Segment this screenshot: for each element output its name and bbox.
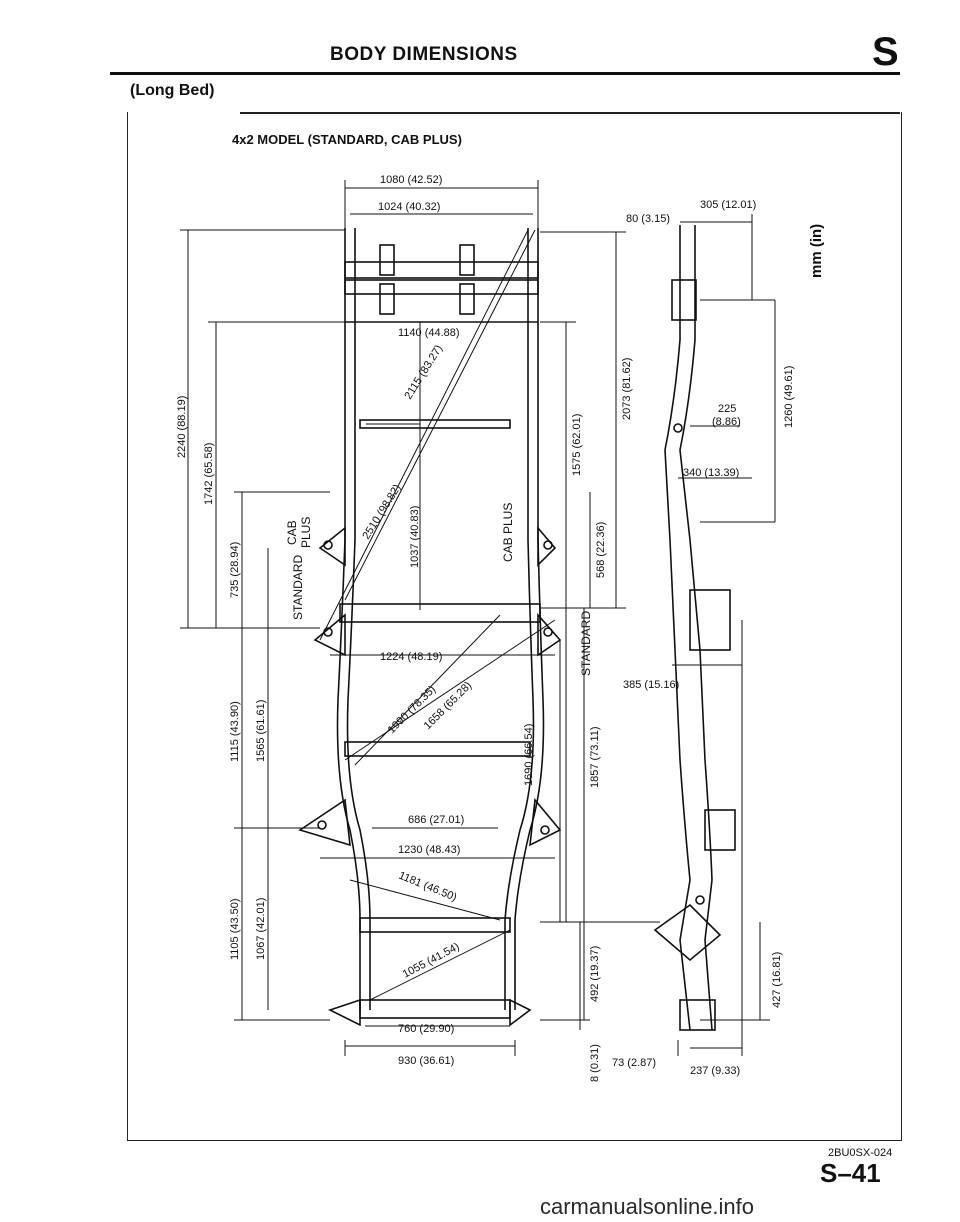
frame-outline bbox=[298, 225, 736, 1031]
dim-492: 492 (19.37) bbox=[589, 946, 601, 1002]
dim-427: 427 (16.81) bbox=[771, 952, 783, 1008]
dim-1224: 1224 (48.19) bbox=[380, 651, 442, 663]
label-standard-right: STANDARD bbox=[579, 611, 593, 676]
page-number: S–41 bbox=[820, 1158, 881, 1188]
dim-385: 385 (15.16) bbox=[623, 679, 679, 691]
header-rule bbox=[110, 72, 900, 75]
dim-1105: 1105 (43.50) bbox=[229, 898, 241, 960]
dim-1024: 1024 (40.32) bbox=[378, 201, 440, 213]
dim-1115: 1115 (43.90) bbox=[229, 701, 241, 762]
dim-1690: 1690 (66.54) bbox=[523, 724, 535, 786]
section-letter: S bbox=[872, 30, 899, 74]
dim-8: 8 (0.31) bbox=[589, 1044, 601, 1082]
figure-frame bbox=[127, 112, 902, 1141]
label-cab: CAB bbox=[285, 520, 299, 545]
label-standard: STANDARD bbox=[291, 555, 305, 620]
dim-1080: 1080 (42.52) bbox=[380, 174, 442, 186]
dim-1742: 1742 (65.58) bbox=[203, 443, 215, 505]
dim-237: 237 (9.33) bbox=[690, 1065, 740, 1077]
dim-80: 80 (3.15) bbox=[626, 213, 670, 225]
dim-2510: 2510 (98.82) bbox=[360, 482, 403, 541]
model-label: 4x2 MODEL (STANDARD, CAB PLUS) bbox=[232, 132, 462, 147]
dim-1565: 1565 (61.61) bbox=[255, 700, 267, 762]
dim-1575: 1575 (62.01) bbox=[571, 414, 583, 476]
dimension-lines bbox=[180, 180, 776, 1056]
dim-2240: 2240 (88.19) bbox=[176, 396, 188, 458]
dim-1140: 1140 (44.88) bbox=[398, 327, 460, 339]
watermark: carmanualsonline.info bbox=[540, 1194, 755, 1219]
dim-2115: 2115 (83.27) bbox=[402, 343, 445, 402]
dim-1181: 1181 (46.50) bbox=[397, 870, 459, 904]
dim-225: 225 bbox=[718, 403, 736, 415]
subtitle: (Long Bed) bbox=[130, 82, 215, 99]
label-plus: PLUS bbox=[299, 517, 313, 548]
dim-1037: 1037 (40.83) bbox=[409, 506, 421, 568]
dim-1067: 1067 (42.01) bbox=[255, 898, 267, 960]
dim-340: 340 (13.39) bbox=[683, 467, 739, 479]
figure-code: 2BU0SX-024 bbox=[828, 1147, 893, 1159]
dim-930: 930 (36.61) bbox=[398, 1055, 454, 1067]
dim-2073: 2073 (81.62) bbox=[621, 358, 633, 420]
figure-frame-top bbox=[240, 112, 900, 114]
dim-735: 735 (28.94) bbox=[229, 542, 241, 598]
dim-686: 686 (27.01) bbox=[408, 814, 464, 826]
dim-1230: 1230 (48.43) bbox=[398, 844, 460, 856]
dim-73: 73 (2.87) bbox=[612, 1057, 656, 1069]
dim-1857: 1857 (73.11) bbox=[589, 726, 601, 788]
dim-1260: 1260 (49.61) bbox=[783, 366, 795, 428]
dim-225-in: (8.86) bbox=[712, 416, 741, 428]
page-title: BODY DIMENSIONS bbox=[330, 44, 518, 65]
dim-568: 568 (22.36) bbox=[595, 522, 607, 578]
label-cab-plus-long: CAB PLUS bbox=[501, 503, 515, 562]
dim-1055: 1055 (41.54) bbox=[401, 941, 462, 981]
dim-760: 760 (29.90) bbox=[398, 1023, 454, 1035]
dim-305: 305 (12.01) bbox=[700, 199, 756, 211]
